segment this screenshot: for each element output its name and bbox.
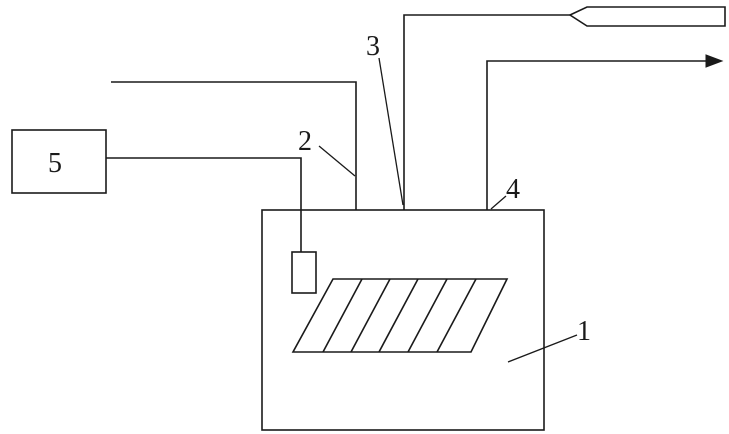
label-pipe-outlet: 4 — [506, 174, 520, 205]
main-container — [261, 209, 545, 431]
controller-box — [11, 129, 107, 194]
pipe-left — [111, 81, 357, 210]
leader-container — [507, 334, 578, 363]
outlet-arrow-icon — [705, 54, 724, 68]
leader-pipe-left — [318, 145, 356, 177]
pipe-nozzle — [403, 14, 570, 210]
label-pipe-nozzle: 3 — [366, 31, 380, 62]
nozzle-tip — [568, 6, 726, 27]
label-controller: 5 — [48, 148, 62, 179]
sensor-probe — [291, 251, 317, 294]
controller-wire — [106, 157, 302, 252]
label-container: 1 — [577, 316, 591, 347]
leader-pipe-outlet — [490, 195, 507, 210]
hatched-element — [291, 278, 509, 353]
pipe-outlet — [486, 60, 708, 210]
leader-pipe-nozzle — [378, 57, 404, 206]
label-pipe-left: 2 — [298, 126, 312, 157]
